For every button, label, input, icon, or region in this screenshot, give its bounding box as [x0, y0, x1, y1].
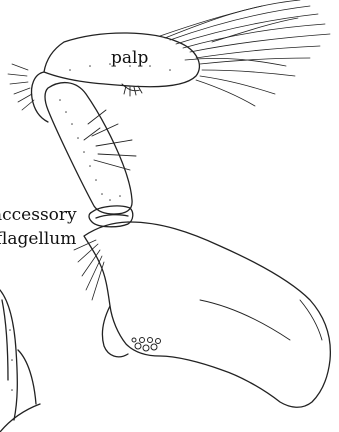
palp-bristles — [160, 0, 330, 106]
incisor-process — [102, 306, 128, 357]
palp-label: palp — [111, 48, 148, 68]
accessory-flagellum-structure — [0, 290, 40, 432]
accessory-label-line2: flagellum — [0, 229, 76, 249]
joint-setae — [74, 240, 104, 300]
main-body — [84, 222, 330, 407]
left-bristles — [8, 64, 34, 110]
body-ridge — [200, 300, 290, 340]
joint-ring-inner — [96, 215, 128, 218]
segment-setae — [84, 110, 136, 170]
stipple-dots — [9, 63, 171, 391]
molar-tubercles — [132, 338, 161, 352]
accessory-label-line1: accessory — [0, 205, 77, 225]
elongate-segment — [45, 83, 132, 214]
body-ridge-2 — [300, 300, 322, 340]
palp-hook — [32, 72, 49, 122]
